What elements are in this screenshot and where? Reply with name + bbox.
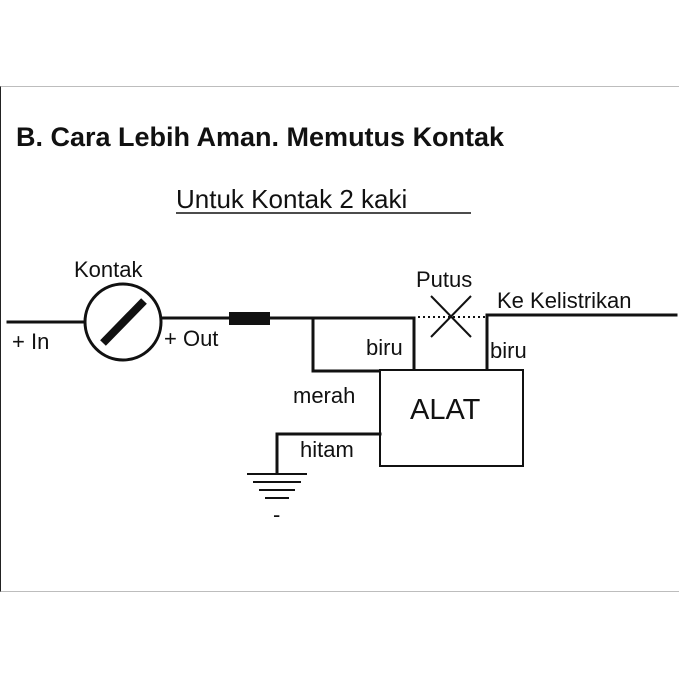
ground-icon — [247, 473, 307, 499]
label-alat: ALAT — [410, 394, 481, 426]
label-ke-kelistrikan: Ke Kelistrikan — [497, 288, 632, 313]
diagram-title: B. Cara Lebih Aman. Memutus Kontak — [16, 122, 505, 152]
label-in: + In — [12, 329, 49, 354]
label-putus: Putus — [416, 267, 472, 292]
wire-merah — [311, 316, 382, 373]
label-ground-minus: - — [273, 502, 280, 527]
label-kontak: Kontak — [74, 257, 143, 282]
fuse-icon — [229, 312, 270, 325]
label-biru-left: biru — [366, 335, 403, 360]
wire-biru-right — [485, 313, 678, 372]
kontak-switch-icon — [83, 282, 163, 362]
label-merah: merah — [293, 383, 355, 408]
label-hitam: hitam — [300, 437, 354, 462]
wire-hitam — [275, 432, 382, 474]
diagram-frame — [0, 86, 679, 592]
cut-x-icon — [430, 295, 472, 338]
diagram-subtitle: Untuk Kontak 2 kaki — [176, 184, 407, 214]
label-out: + Out — [164, 326, 218, 351]
label-biru-right: biru — [490, 338, 527, 363]
alat-box — [379, 369, 524, 467]
